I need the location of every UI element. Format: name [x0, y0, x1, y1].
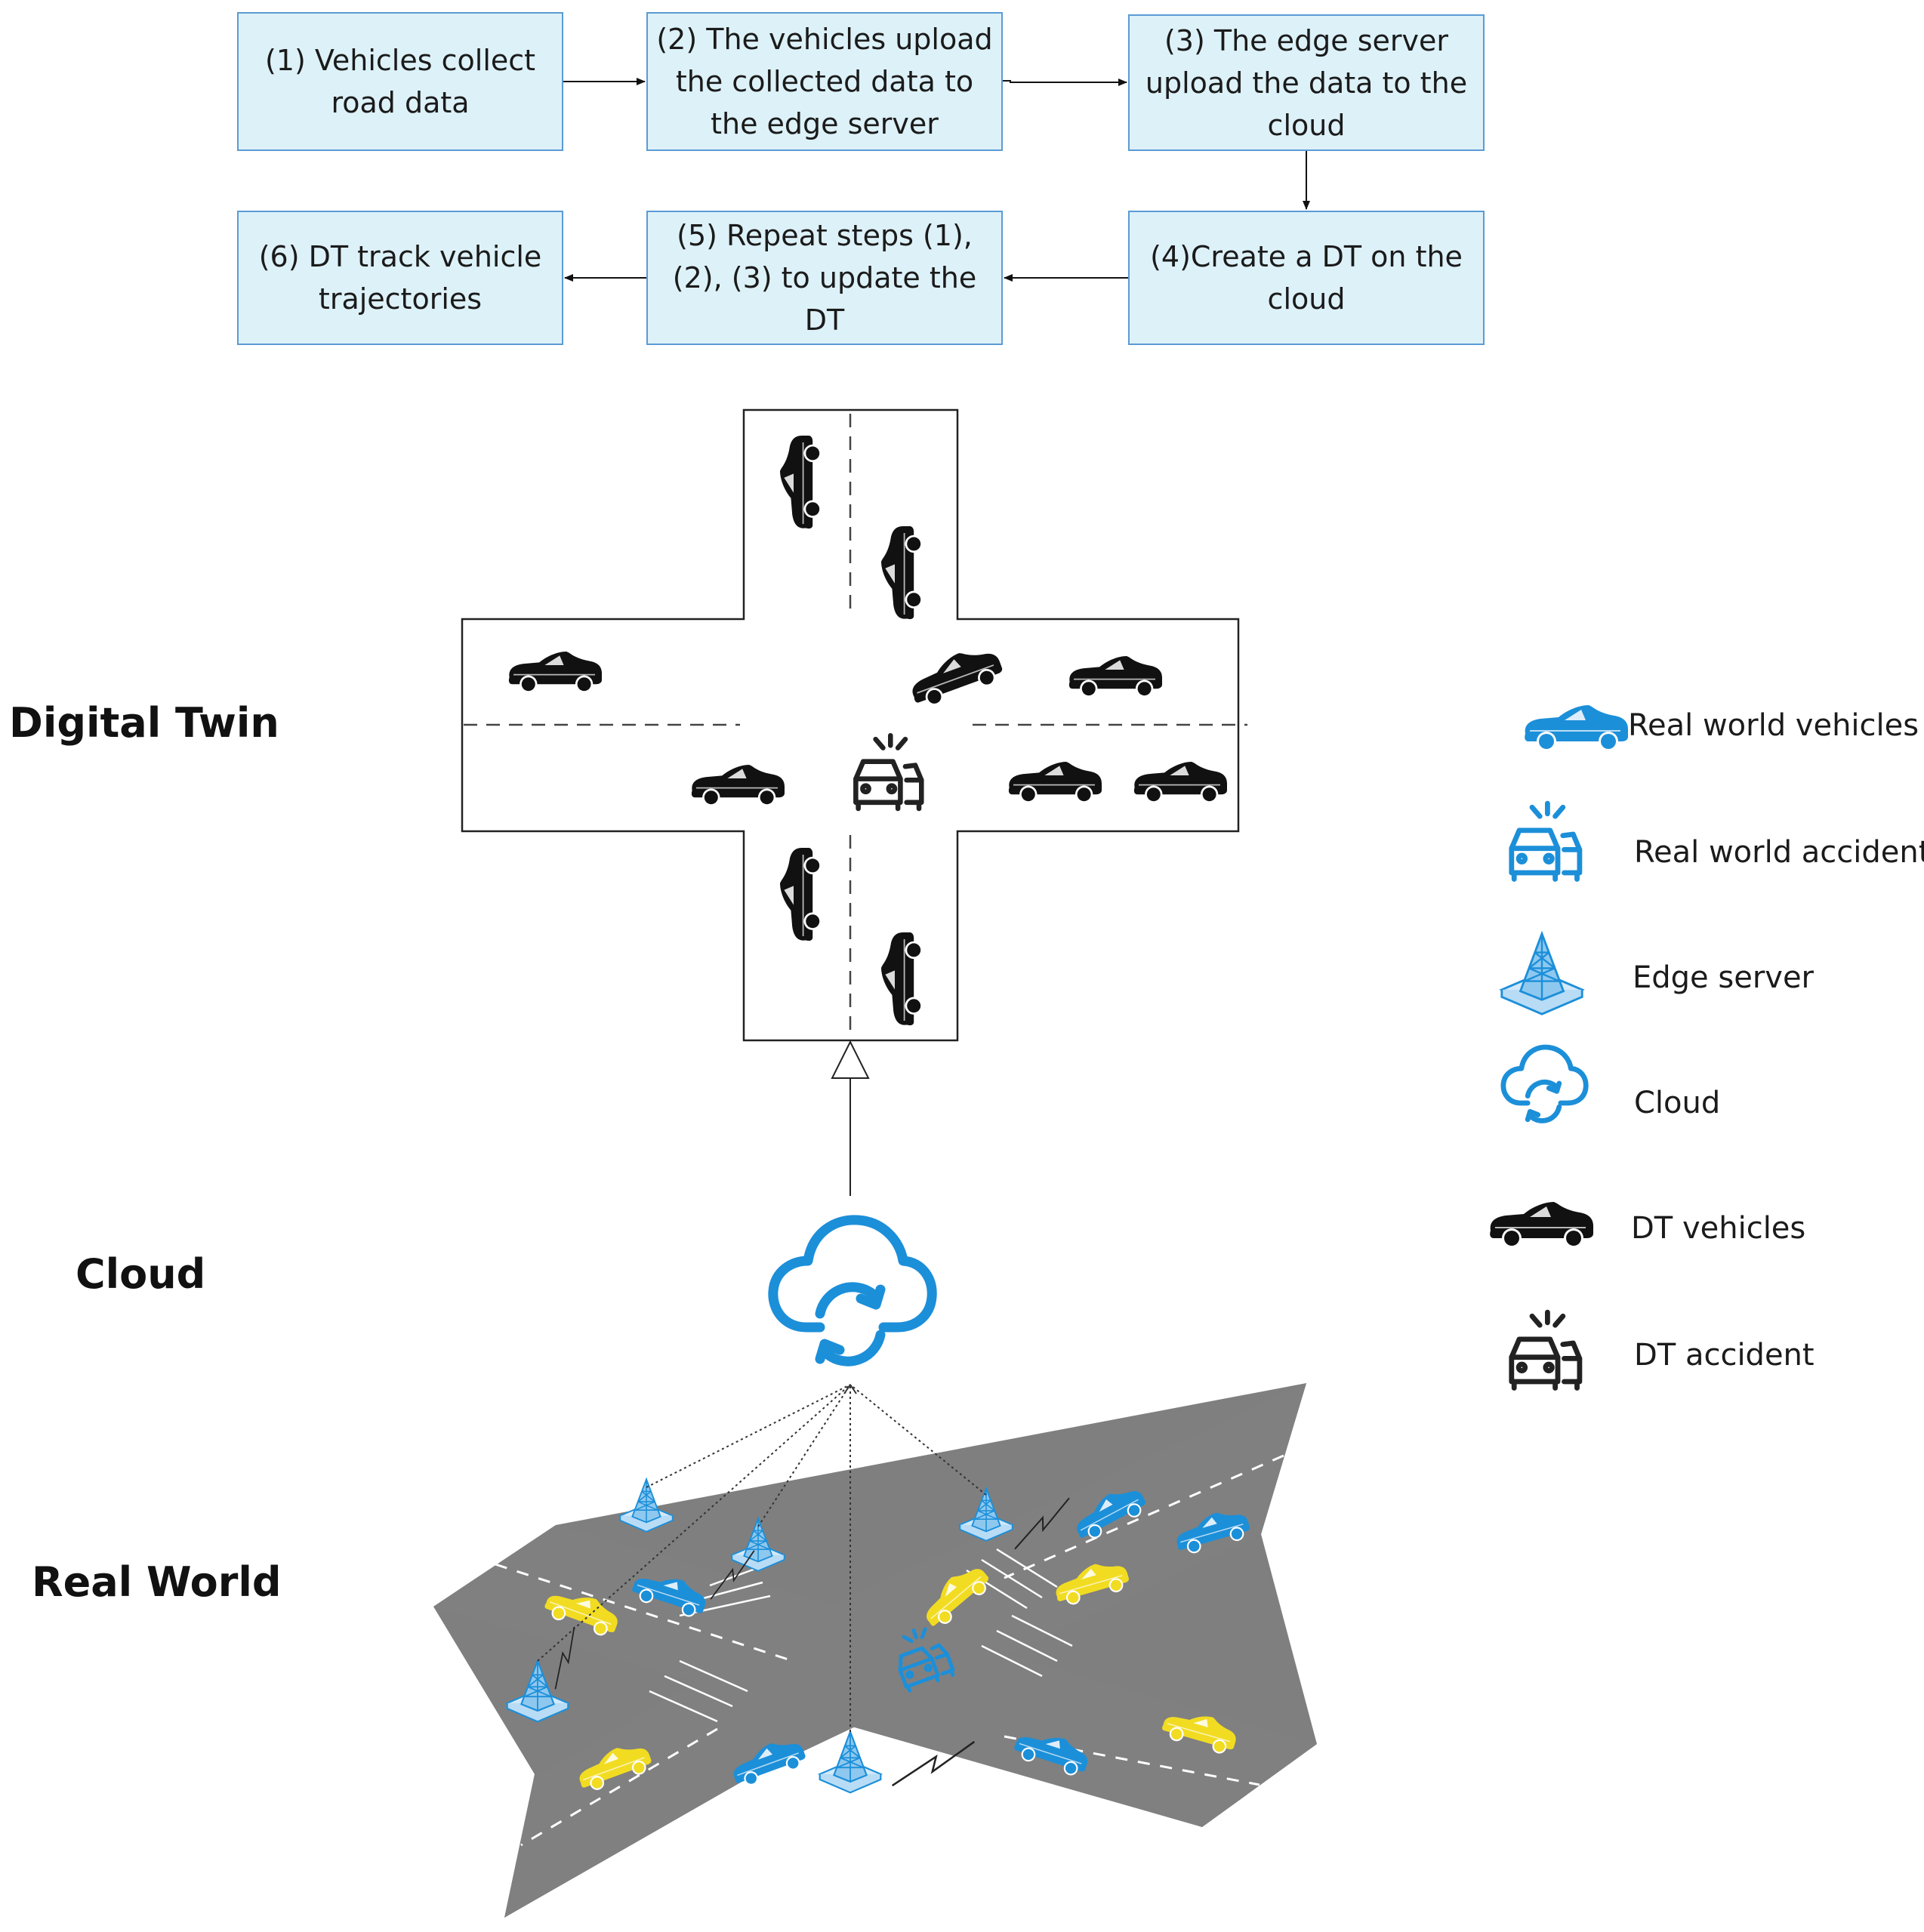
- legend-label-edge-server: Edge server: [1633, 960, 1814, 995]
- dt-intersection-road: [461, 408, 1240, 1042]
- real-lane-dash: [495, 1563, 794, 1662]
- step-2-box: (2) The vehicles upload the collected da…: [646, 12, 1003, 151]
- step-6-box: (6) DT track vehicle trajectories: [237, 211, 563, 345]
- legend-label-cloud: Cloud: [1634, 1086, 1721, 1120]
- step-6-text: (6) DT track vehicle trajectories: [258, 240, 542, 316]
- legend-label-real-vehicles: Real world vehicles: [1628, 708, 1919, 743]
- step-1-text: (1) Vehicles collect road data: [264, 44, 536, 119]
- legend-real-vehicle-icon: [1524, 704, 1629, 752]
- layer-label-cloud: Cloud: [76, 1250, 206, 1298]
- arrow-2-3: [1003, 79, 1127, 86]
- step-2-text: (2) The vehicles upload the collected da…: [656, 23, 993, 140]
- cloud-to-dt-arrowhead: [831, 1040, 870, 1079]
- real-lane-dash: [520, 1727, 718, 1847]
- edge-to-cloud-links: [537, 1384, 987, 1732]
- step-1-box: (1) Vehicles collect road data: [237, 12, 563, 151]
- layer-label-real-world: Real World: [32, 1558, 282, 1606]
- legend-label-dt-accident: DT accident: [1634, 1338, 1815, 1373]
- legend-dt-vehicle-icon: [1489, 1201, 1594, 1249]
- step-4-text: (4)Create a DT on the cloud: [1150, 240, 1463, 316]
- step-5-text: (5) Repeat steps (1), (2), (3) to update…: [672, 219, 977, 337]
- legend-cloud-icon: [1503, 1047, 1586, 1120]
- real-lane-dash: [1004, 1454, 1284, 1579]
- real-crosswalk: [649, 1548, 1073, 1723]
- legend-dt-accident-icon: [1512, 1312, 1580, 1388]
- legend-label-real-accident: Real world accident: [1634, 835, 1924, 870]
- step-3-box: (3) The edge server upload the data to t…: [1128, 14, 1485, 151]
- legend-edge-server-icon: [1500, 932, 1583, 1015]
- step-5-box: (5) Repeat steps (1), (2), (3) to update…: [646, 211, 1003, 345]
- layer-label-digital-twin: Digital Twin: [9, 699, 279, 747]
- legend-label-dt-vehicles: DT vehicles: [1631, 1211, 1806, 1246]
- edge-server-icon: [819, 1730, 882, 1794]
- step-3-text: (3) The edge server upload the data to t…: [1145, 23, 1468, 142]
- legend-real-accident-icon: [1512, 803, 1580, 879]
- cloud-sync-icon: [773, 1220, 932, 1361]
- step-4-box: (4)Create a DT on the cloud: [1128, 211, 1485, 345]
